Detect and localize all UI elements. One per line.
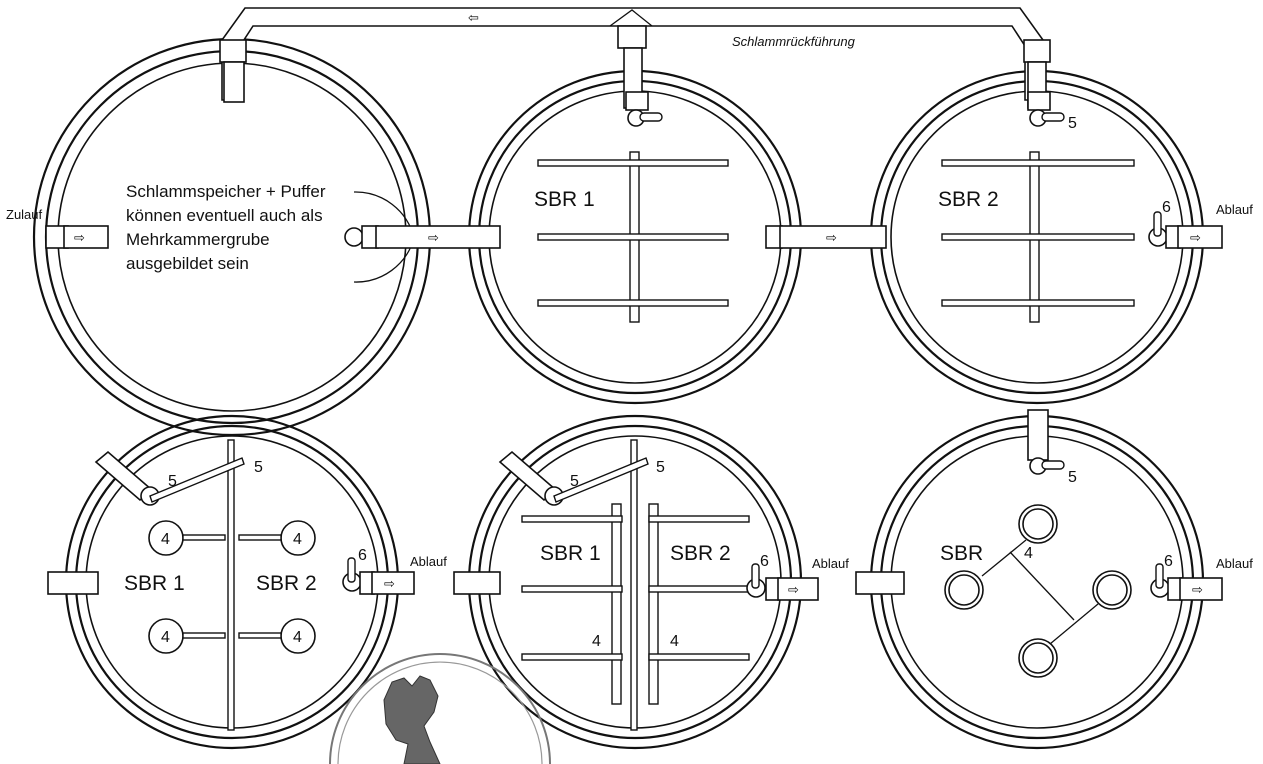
- note-line-4: ausgebildet sein: [126, 254, 249, 273]
- sbr2-top-label: SBR 2: [938, 188, 999, 211]
- label-6: 6: [1164, 553, 1173, 570]
- flow-arrow-icon: ⇨: [1190, 230, 1201, 245]
- sbr-label: SBR: [940, 542, 983, 565]
- label-5: 5: [168, 473, 177, 490]
- flow-arrow-icon: ⇨: [74, 230, 85, 245]
- label-4: 4: [1024, 545, 1033, 562]
- sludge-return-label: Schlammrückführung: [732, 34, 856, 49]
- label-4: 4: [161, 629, 170, 646]
- bottom-right-internals: 5 4 SBR ⇨ 6 Ablauf: [855, 409, 1253, 678]
- sbr1-bottom-middle-label: SBR 1: [540, 542, 601, 565]
- pump-5-top-middle: [625, 91, 663, 127]
- sbr1-top-label: SBR 1: [534, 188, 595, 211]
- label-4: 4: [161, 531, 170, 548]
- label-4: 4: [592, 633, 601, 650]
- label-5: 5: [1068, 115, 1077, 132]
- outflow-label: Ablauf: [1216, 556, 1253, 571]
- flow-arrow-icon: ⇨: [428, 230, 439, 245]
- note-line-1: Schlammspeicher + Puffer: [126, 182, 326, 201]
- flow-arrow-icon: ⇨: [788, 582, 799, 597]
- sbr2-bottom-middle-label: SBR 2: [670, 542, 731, 565]
- transfer-pipe-1: ⇨: [344, 225, 501, 249]
- label-4: 4: [293, 531, 302, 548]
- sbr1-bottom-label: SBR 1: [124, 572, 185, 595]
- pump-5-top-right: 5: [1027, 91, 1077, 132]
- buffer-note: Schlammspeicher + Puffer können eventuel…: [126, 182, 415, 283]
- label-6: 6: [760, 553, 769, 570]
- outflow-label: Ablauf: [1216, 202, 1253, 217]
- bear-seal-icon: [329, 653, 551, 764]
- label-6: 6: [1162, 199, 1171, 216]
- label-5: 5: [570, 473, 579, 490]
- transfer-pipe-2: ⇨: [765, 225, 887, 249]
- label-5: 5: [254, 459, 263, 476]
- flow-arrow-icon: ⇨: [384, 576, 395, 591]
- label-5: 5: [1068, 469, 1077, 486]
- sbr2-top-aeration: SBR 2: [938, 151, 1135, 323]
- sludge-return-pipe: ⇦ Schlammrückführung: [219, 7, 1051, 109]
- label-6: 6: [358, 547, 367, 564]
- note-line-3: Mehrkammergrube: [126, 230, 270, 249]
- outflow-label: Ablauf: [812, 556, 849, 571]
- bottom-middle-internals: 5 5 4 4 SBR 1 SBR 2 ⇨ 6 Ablauf: [453, 439, 849, 731]
- flow-arrow-icon: ⇨: [1192, 582, 1203, 597]
- flow-arrow-icon: ⇦: [468, 10, 479, 25]
- sbr2-bottom-label: SBR 2: [256, 572, 317, 595]
- bottom-left-internals: 5 5 4 4 4 4 SBR 1 SBR 2 ⇨ 6 Ablauf: [47, 439, 447, 731]
- sbr1-top-aeration: SBR 1: [534, 151, 729, 323]
- outflow-top: ⇨ 6 Ablauf: [1148, 199, 1253, 249]
- inflow-label: Zulauf: [6, 207, 43, 222]
- label-4: 4: [293, 629, 302, 646]
- flow-arrow-icon: ⇨: [826, 230, 837, 245]
- note-line-2: können eventuell auch als: [126, 206, 323, 225]
- label-4: 4: [670, 633, 679, 650]
- inflow: Zulauf ⇨: [6, 207, 109, 249]
- outflow-label: Ablauf: [410, 554, 447, 569]
- label-5: 5: [656, 459, 665, 476]
